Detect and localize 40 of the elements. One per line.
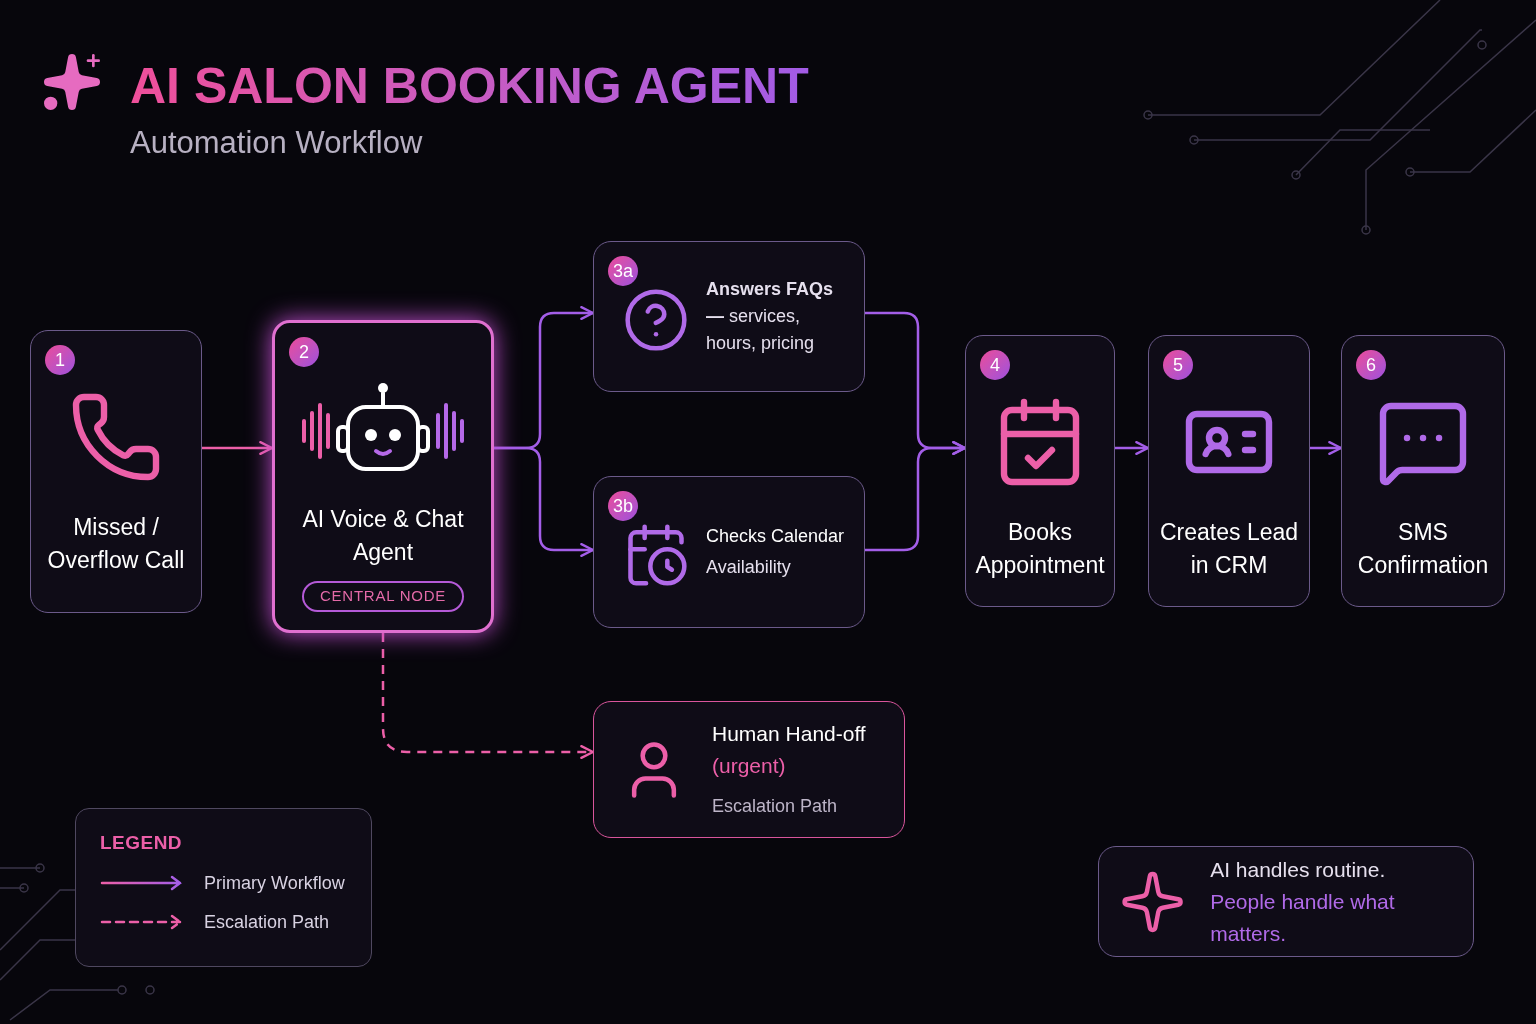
arrow xyxy=(1115,441,1150,455)
note-card xyxy=(1098,846,1474,957)
step-number: 5 xyxy=(1163,350,1193,380)
card-text: (urgent) xyxy=(712,752,787,779)
step-title: SMS Confirmation xyxy=(1356,518,1490,580)
step-title: Missed / Overflow Call xyxy=(46,513,186,575)
card-text: Human Hand-off xyxy=(712,720,866,747)
step-title: AI Voice & Chat Agent xyxy=(301,505,465,567)
step-card xyxy=(30,330,202,613)
tag-pill: CENTRAL NODE xyxy=(302,581,464,612)
step-number: 4 xyxy=(980,350,1010,380)
step-title: Creates Lead in CRM xyxy=(1158,518,1300,580)
card-text: People handle what matters. xyxy=(1210,888,1396,947)
card-text: Escalation Path xyxy=(712,794,839,818)
arrow xyxy=(494,446,595,557)
step-number: 3b xyxy=(608,491,638,521)
step-number: 1 xyxy=(45,345,75,375)
step-title: Books Appointment xyxy=(974,518,1106,580)
handoff-card xyxy=(593,701,905,838)
arrow xyxy=(865,441,967,552)
step-number: 2 xyxy=(289,337,319,367)
step-card xyxy=(965,335,1115,607)
step-card xyxy=(593,476,865,628)
arrow xyxy=(381,633,595,759)
step-card xyxy=(593,241,865,392)
step-text: Answers FAQs — services, hours, pricing xyxy=(706,278,835,355)
step-card xyxy=(1148,335,1310,607)
arrow xyxy=(202,441,274,455)
step-text: Checks Calendar xyxy=(706,525,846,548)
step-text: Availability xyxy=(706,556,792,579)
step-card xyxy=(1341,335,1505,607)
subtitle: Automation Workflow xyxy=(130,124,423,162)
step-number: 3a xyxy=(608,256,638,286)
legend-title: LEGEND xyxy=(100,831,184,855)
legend-text: Primary Workflow xyxy=(204,871,345,895)
card-text: AI handles routine. xyxy=(1210,856,1387,883)
step-card xyxy=(272,320,494,633)
legend-text: Escalation Path xyxy=(204,910,330,934)
arrow xyxy=(1310,441,1343,455)
step-number: 6 xyxy=(1356,350,1386,380)
